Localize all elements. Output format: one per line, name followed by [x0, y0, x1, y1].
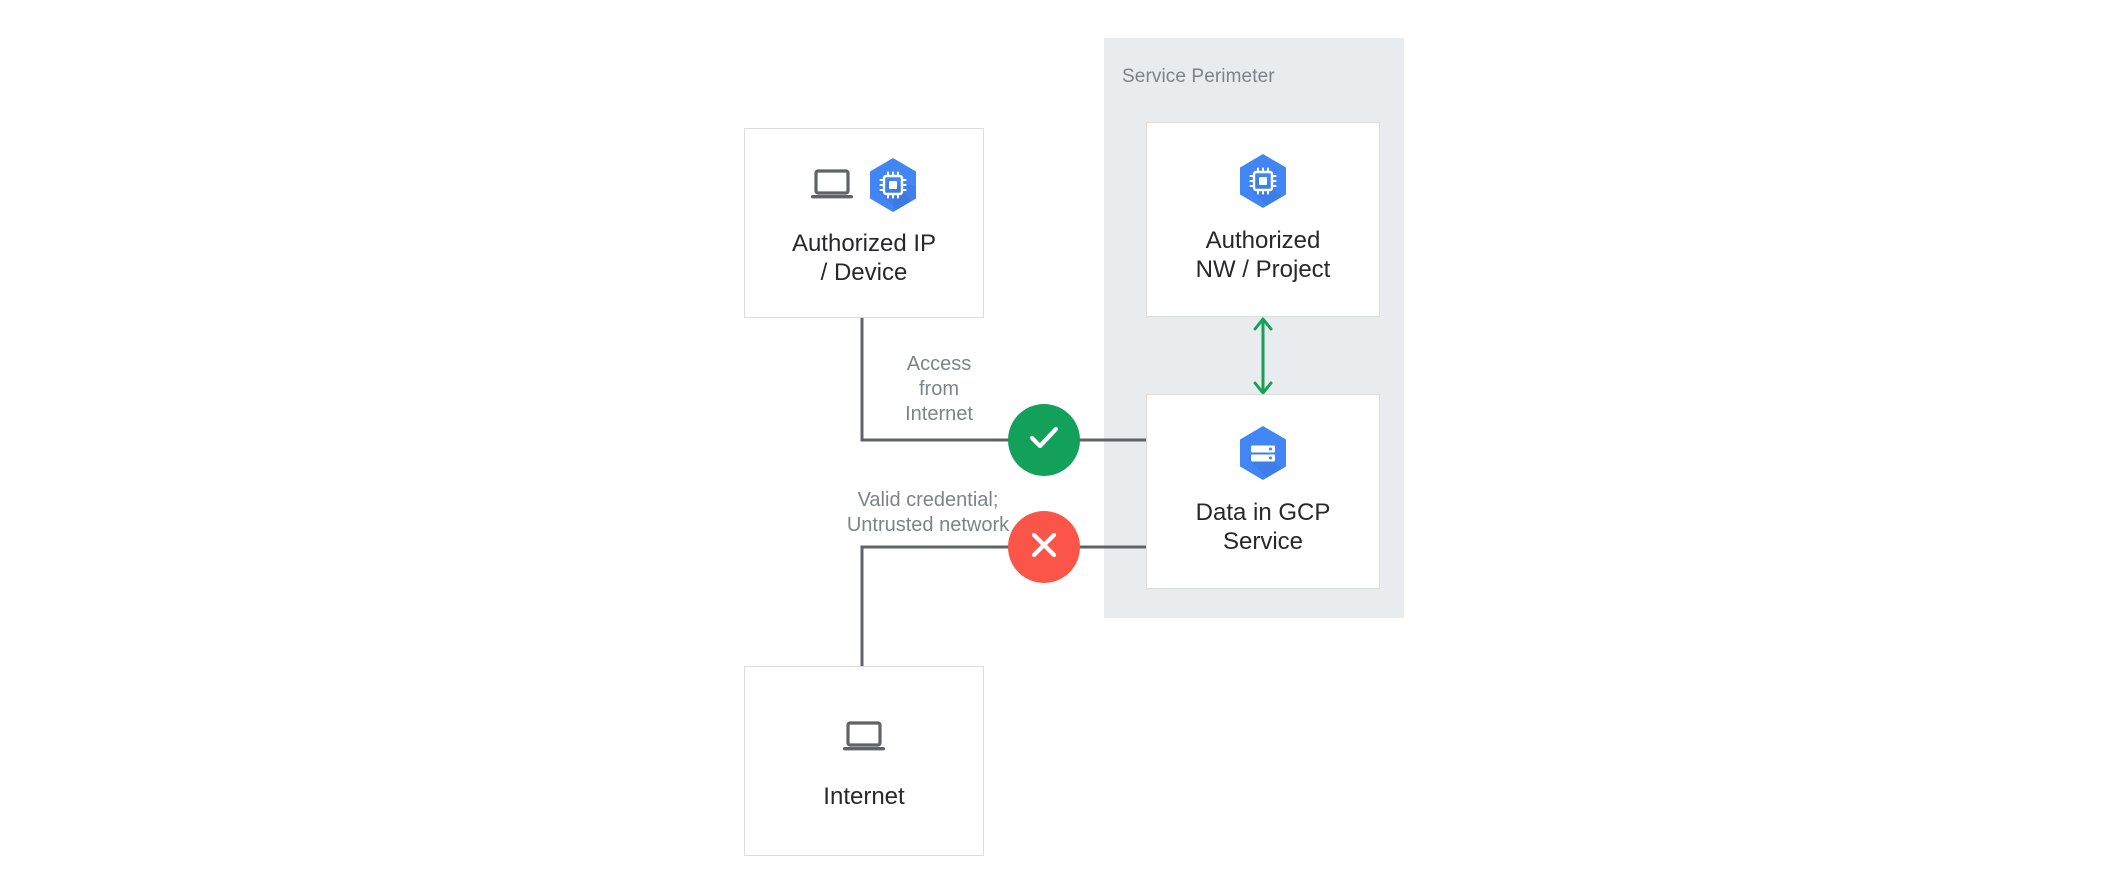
gcp-compute-hexagon-icon	[868, 157, 918, 218]
gcp-database-hexagon-icon	[1238, 425, 1288, 486]
edge-label-access-from-internet: Access from Internet	[905, 353, 973, 425]
node-label-authorized-nw-project: Authorized NW / Project	[1195, 226, 1331, 283]
node-internet[interactable]: Internet	[744, 666, 984, 856]
service-perimeter-label: Service Perimeter	[1122, 66, 1275, 87]
laptop-icon	[810, 168, 854, 207]
node-icon-group	[1238, 425, 1288, 486]
node-authorized-ip-device[interactable]: Authorized IP / Device	[744, 128, 984, 318]
check-icon	[1024, 418, 1064, 463]
node-icon-group	[810, 157, 918, 218]
node-label-internet: Internet	[823, 782, 905, 810]
edge-label-valid-credential-untrusted-network: Valid credential; Untrusted network	[846, 489, 1010, 536]
close-icon	[1024, 525, 1064, 570]
node-icon-group	[1238, 153, 1288, 214]
node-label-data-in-gcp-service: Data in GCP Service	[1195, 498, 1331, 555]
gcp-compute-hexagon-icon	[1238, 153, 1288, 214]
status-badge-allowed[interactable]	[1008, 404, 1080, 476]
node-authorized-nw-project[interactable]: Authorized NW / Project	[1146, 122, 1380, 317]
node-icon-group	[842, 712, 886, 768]
node-data-in-gcp-service[interactable]: Data in GCP Service	[1146, 394, 1380, 589]
node-label-authorized-ip-device: Authorized IP / Device	[791, 230, 937, 286]
connector-denied-left	[860, 545, 1010, 666]
laptop-icon	[842, 720, 886, 759]
status-badge-denied[interactable]	[1008, 511, 1080, 583]
